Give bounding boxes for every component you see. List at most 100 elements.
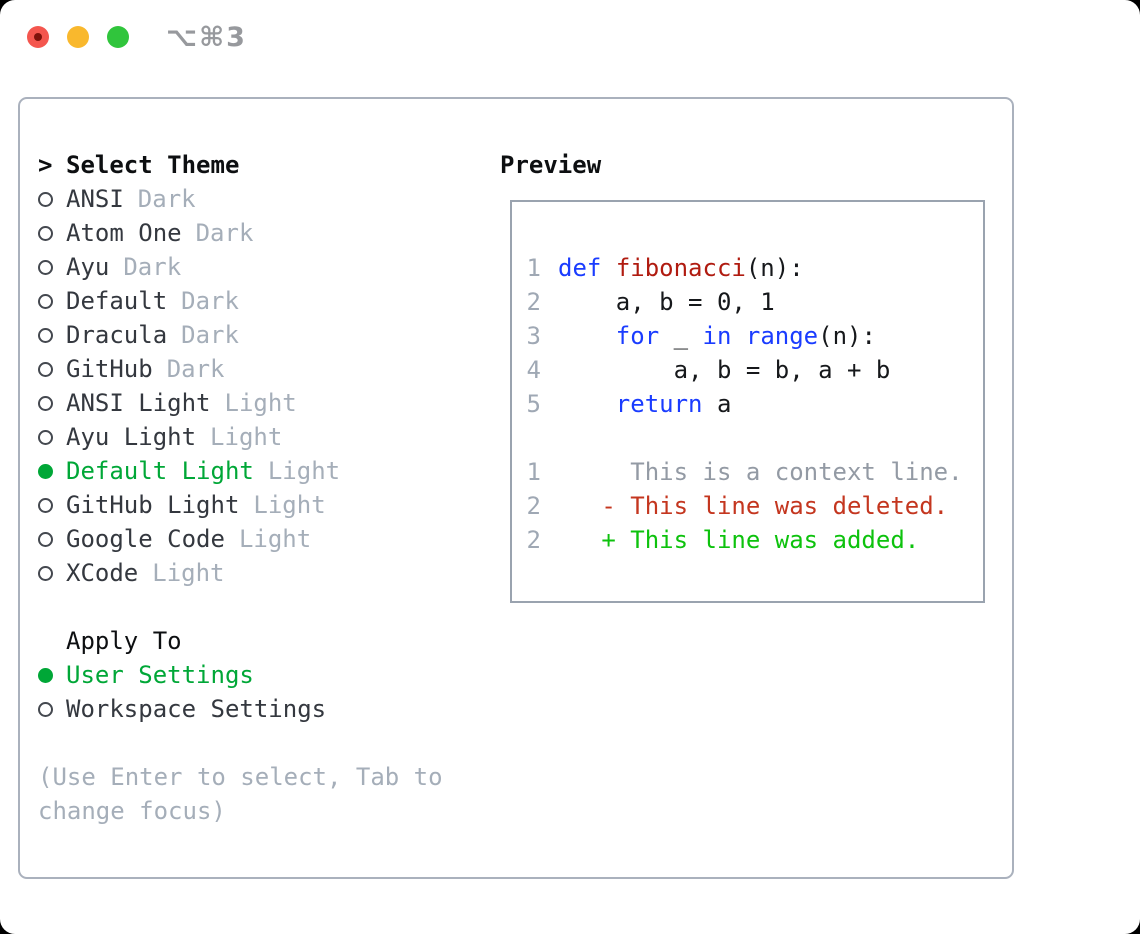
- theme-option[interactable]: GitHub Dark: [38, 352, 482, 386]
- code-text: a, b = b, a + b: [558, 356, 891, 384]
- theme-name: Default Light: [66, 457, 254, 485]
- focus-caret-icon: >: [38, 151, 53, 179]
- code-line: 1 def fibonacci(n):: [525, 251, 983, 285]
- function-token: fibonacci: [615, 254, 746, 282]
- keyword-token: range: [745, 322, 819, 350]
- code-text: for _ in range(n):: [558, 322, 876, 350]
- radio-icon: [38, 361, 53, 377]
- keyboard-hint: (Use Enter to select, Tab to change focu…: [38, 763, 443, 825]
- theme-option[interactable]: ANSI Dark: [38, 182, 482, 216]
- code-text: def fibonacci(n):: [558, 254, 804, 282]
- code-text: return a: [558, 390, 732, 418]
- theme-name: Ayu: [66, 253, 110, 281]
- plain-token: _: [659, 322, 703, 350]
- line-number: 5: [526, 390, 541, 418]
- code-line: 5 return a: [525, 387, 983, 421]
- line-number: 1: [526, 254, 541, 282]
- radio-cell: [38, 327, 66, 343]
- radio-selected-icon: [38, 667, 53, 683]
- theme-name: Default: [66, 287, 168, 315]
- theme-variant-tag: Light: [238, 525, 312, 553]
- diff-text: - This line was deleted.: [558, 492, 949, 520]
- line-number: 1: [526, 458, 541, 486]
- plain-token: [731, 322, 745, 350]
- theme-option[interactable]: Google Code Light: [38, 522, 482, 556]
- apply-to-option[interactable]: User Settings: [38, 658, 482, 692]
- radio-icon: [38, 429, 53, 445]
- radio-cell: [38, 191, 66, 207]
- radio-cell: [38, 531, 66, 547]
- apply-to-label: User Settings: [66, 661, 254, 689]
- spacer: [38, 726, 482, 760]
- minimize-button[interactable]: [67, 26, 89, 48]
- theme-option[interactable]: Dracula Dark: [38, 318, 482, 352]
- theme-name: Google Code: [66, 525, 225, 553]
- code-text: a, b = 0, 1: [558, 288, 775, 316]
- close-button[interactable]: [27, 26, 49, 48]
- window-shortcut-label: ⌥⌘3: [166, 22, 247, 53]
- blank-line: [525, 421, 983, 455]
- theme-variant-tag: Dark: [166, 355, 225, 383]
- theme-variant-tag: Light: [210, 423, 283, 451]
- theme-name: Atom One: [66, 219, 182, 247]
- apply-to-option[interactable]: Workspace Settings: [38, 692, 482, 726]
- diff-preview: 1 This is a context line. 2 - This line w…: [525, 455, 983, 557]
- plain-token: [558, 390, 616, 418]
- radio-cell: [38, 361, 66, 377]
- radio-icon: [38, 293, 53, 309]
- theme-name: ANSI: [66, 185, 124, 213]
- plain-token: [558, 322, 616, 350]
- diff-text: This is a context line.: [558, 458, 963, 486]
- radio-icon: [38, 259, 53, 275]
- theme-variant-tag: Dark: [181, 321, 239, 349]
- close-dot-icon: [34, 33, 42, 41]
- radio-cell: [38, 701, 66, 717]
- diff-line-context: 1 This is a context line.: [525, 455, 983, 489]
- radio-cell: [38, 225, 66, 241]
- radio-selected-icon: [38, 463, 53, 479]
- line-number: 2: [526, 526, 541, 554]
- apply-to-header: Apply To: [38, 624, 482, 658]
- code-line: 4 a, b = b, a + b: [525, 353, 983, 387]
- theme-name: GitHub: [66, 355, 153, 383]
- radio-icon: [38, 191, 53, 207]
- theme-option[interactable]: Default Light Light: [38, 454, 482, 488]
- theme-variant-tag: Dark: [137, 185, 196, 213]
- radio-cell: [38, 395, 66, 411]
- keyword-token: def: [558, 254, 602, 282]
- theme-variant-tag: Dark: [123, 253, 182, 281]
- line-number: 2: [526, 288, 541, 316]
- radio-icon: [38, 497, 53, 513]
- radio-cell: [38, 565, 66, 581]
- theme-name: GitHub Light: [66, 491, 240, 519]
- theme-option[interactable]: Ayu Dark: [38, 250, 482, 284]
- keyword-token: for: [615, 322, 660, 350]
- code-line: 2 a, b = 0, 1: [525, 285, 983, 319]
- theme-variant-tag: Dark: [181, 287, 239, 315]
- theme-variant-tag: Light: [267, 457, 341, 485]
- plain-token: (n):: [818, 322, 876, 350]
- zoom-button[interactable]: [107, 26, 129, 48]
- radio-icon: [38, 225, 53, 241]
- keyword-token: return: [615, 390, 703, 418]
- theme-name: Dracula: [66, 321, 168, 349]
- apply-to-title: Apply To: [66, 627, 182, 655]
- radio-icon: [38, 701, 53, 717]
- line-number: 4: [526, 356, 541, 384]
- radio-cell: [38, 259, 66, 275]
- radio-icon: [38, 395, 53, 411]
- radio-cell: [38, 497, 66, 513]
- theme-option[interactable]: Default Dark: [38, 284, 482, 318]
- apply-to-label: Workspace Settings: [66, 695, 327, 723]
